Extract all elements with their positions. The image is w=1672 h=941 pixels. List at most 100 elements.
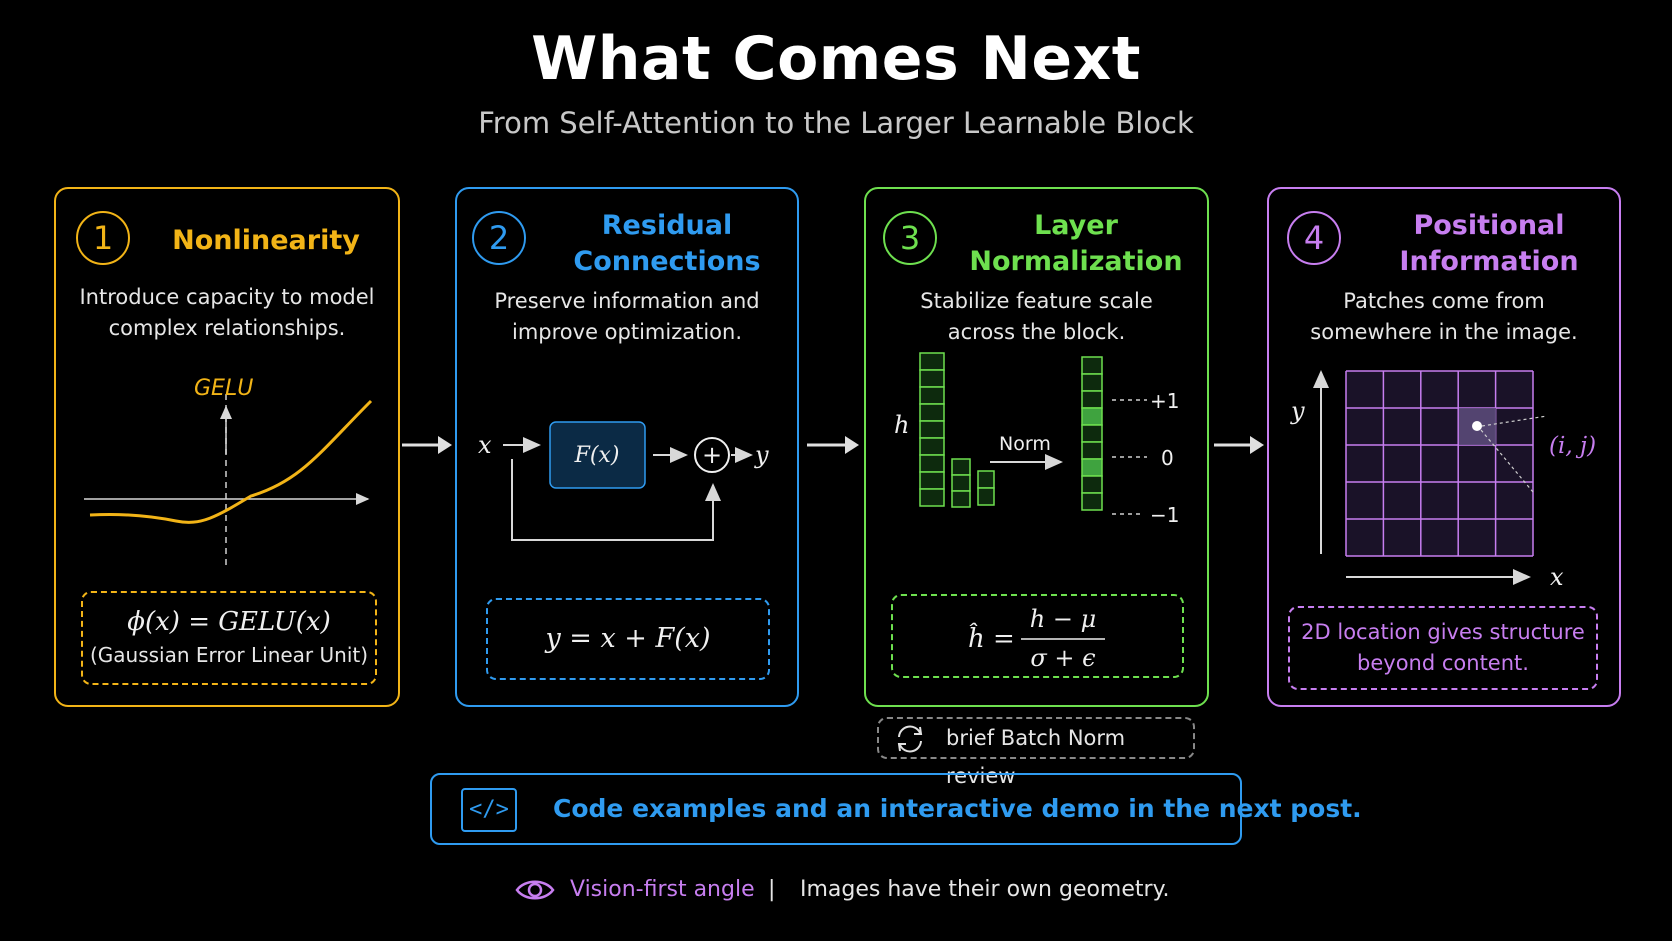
formula-line: beyond content.	[1357, 651, 1529, 675]
card-title-line: Nonlinearity	[172, 225, 360, 256]
skip-connection	[511, 459, 721, 541]
function-label: F(x)	[574, 443, 620, 468]
formula-box: ĥ = h − μ σ + ϵ	[891, 594, 1184, 678]
card-title-line: Residual	[601, 210, 733, 241]
normalized-cell	[1081, 475, 1103, 494]
function-block	[549, 421, 646, 489]
card-layernorm: 3 Layer Normalization Stabilize feature …	[864, 187, 1209, 707]
gelu-curve	[89, 399, 373, 524]
tick-plus1: +1	[1150, 389, 1179, 413]
code-icon: </>	[461, 788, 517, 832]
formula-caption: (Gaussian Error Linear Unit)	[89, 643, 369, 667]
footer: Vision-first angle | Images have their o…	[0, 870, 1672, 910]
patch-point	[1472, 421, 1482, 431]
layernorm-diagram: h Norm +1 0 −1	[894, 352, 1179, 527]
card-title: Residual Connections	[552, 208, 782, 280]
desc-line: somewhere in the image.	[1310, 320, 1578, 344]
batch-norm-label: brief Batch Norm review	[946, 726, 1126, 788]
connector-arrow-2	[807, 436, 859, 454]
formula-box: y = x + F(x)	[486, 598, 770, 680]
formula-text: 2D location gives structure beyond conte…	[1290, 617, 1596, 679]
sum-node	[694, 437, 730, 473]
connector-arrow-3	[1214, 436, 1264, 454]
card-residual: 2 Residual Connections Preserve informat…	[455, 187, 799, 707]
normalized-cell	[1081, 407, 1103, 426]
card-positional: 4 Positional Information Patches come fr…	[1267, 187, 1621, 707]
formula-denominator: σ + ϵ	[1030, 644, 1095, 672]
normalized-cell	[1081, 390, 1103, 409]
code-banner: </> Code examples and an interactive dem…	[430, 773, 1362, 845]
residual-diagram: x F(x) + y	[478, 421, 769, 541]
desc-line: Introduce capacity to model	[79, 285, 375, 309]
step-number-3: 3	[883, 211, 937, 265]
card-title: Positional Information	[1369, 208, 1609, 280]
h-label: h	[894, 411, 909, 439]
grid-background	[1346, 371, 1533, 556]
card-description: Stabilize feature scale across the block…	[866, 286, 1207, 348]
code-banner-text: Code examples and an interactive demo in…	[553, 794, 1362, 823]
feature-cell	[977, 487, 995, 506]
normalized-cell	[1081, 441, 1103, 460]
feature-cell	[919, 369, 945, 388]
card-title-line: Normalization	[969, 246, 1183, 277]
feature-cell	[919, 420, 945, 439]
step-number-4: 4	[1287, 211, 1341, 265]
point-label: (i, j)	[1549, 433, 1596, 459]
feature-cell	[919, 454, 945, 473]
feature-cell	[919, 403, 945, 422]
card-nonlinearity: 1 Nonlinearity Introduce capacity to mod…	[54, 187, 400, 707]
patch-grid-diagram: y x (i, j)	[1290, 370, 1596, 591]
formula-box: ϕ(x) = GELU(x) (Gaussian Error Linear Un…	[81, 591, 377, 685]
tick-minus1: −1	[1150, 503, 1179, 527]
feature-cell	[919, 488, 945, 507]
formula-box: 2D location gives structure beyond conte…	[1288, 606, 1598, 690]
feature-bars-raw	[919, 352, 995, 508]
card-title: Layer Normalization	[956, 208, 1196, 280]
footer-angle: Vision-first angle	[570, 877, 755, 902]
step-number-1: 1	[76, 211, 130, 265]
normalized-cell	[1081, 458, 1103, 477]
desc-line: Patches come from	[1343, 289, 1545, 313]
layernorm-formula: ĥ = h − μ σ + ϵ	[968, 605, 1105, 672]
feature-cell	[951, 490, 971, 508]
norm-label: Norm	[999, 433, 1051, 455]
feature-cell	[919, 352, 945, 371]
card-title-line: Layer	[1034, 210, 1118, 241]
footer-separator: |	[768, 877, 776, 902]
page-subtitle: From Self-Attention to the Larger Learna…	[478, 106, 1194, 140]
y-axis-label: y	[1290, 397, 1305, 425]
step-number-2: 2	[472, 211, 526, 265]
desc-line: improve optimization.	[512, 320, 742, 344]
desc-line: across the block.	[947, 320, 1126, 344]
gelu-label: GELU	[194, 376, 253, 401]
normalized-cell	[1081, 492, 1103, 511]
desc-line: complex relationships.	[108, 316, 346, 340]
formula-main: y = x + F(x)	[545, 623, 711, 654]
input-x: x	[478, 431, 492, 459]
feature-cell	[951, 458, 971, 476]
batch-norm-note: brief Batch Norm review	[877, 717, 1195, 788]
card-description: Patches come from somewhere in the image…	[1269, 286, 1619, 348]
feature-cell	[919, 437, 945, 456]
page-title: What Comes Next	[531, 24, 1141, 94]
formula-lhs: ĥ =	[968, 622, 1015, 654]
feature-cell	[977, 470, 995, 489]
feature-cell	[951, 474, 971, 492]
card-title-line: Connections	[573, 246, 761, 277]
connector-arrow-1	[402, 436, 452, 454]
refresh-icon	[897, 725, 923, 753]
footer-note: Images have their own geometry.	[800, 877, 1170, 902]
sum-symbol: +	[702, 441, 722, 469]
formula-numerator: h − μ	[1030, 605, 1096, 633]
eye-icon	[515, 880, 555, 900]
desc-line: Preserve information and	[494, 289, 760, 313]
output-y: y	[754, 441, 769, 469]
point-leader-2	[1480, 429, 1534, 493]
point-leader	[1481, 415, 1548, 427]
normalized-cell	[1081, 373, 1103, 392]
card-title-line: Information	[1399, 246, 1579, 277]
tick-zero: 0	[1161, 446, 1174, 470]
feature-cell	[919, 386, 945, 405]
card-description: Preserve information and improve optimiz…	[457, 286, 797, 348]
feature-bar-normalized	[1081, 356, 1103, 511]
